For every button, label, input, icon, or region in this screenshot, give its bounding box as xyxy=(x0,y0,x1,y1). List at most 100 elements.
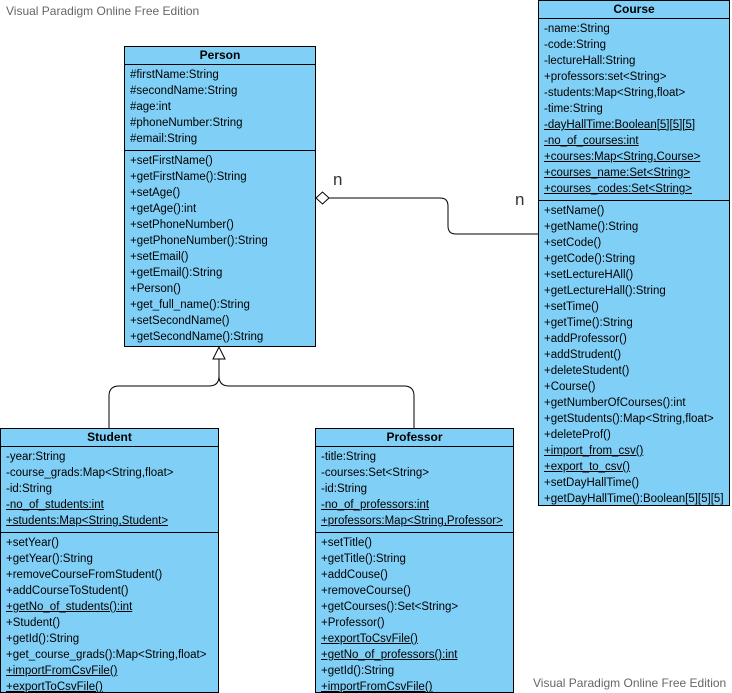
operation-row: +deleteStudent() xyxy=(544,365,630,377)
operation-row: +getNo_of_students():int xyxy=(6,601,133,613)
operation-row: +removeCourseFromStudent() xyxy=(6,569,163,581)
operation-row: +getName():String xyxy=(544,221,639,233)
student-operations-section: +setYear() +getYear():String +removeCourse… xyxy=(1,533,218,693)
operation-row: +getId():String xyxy=(6,633,80,645)
operation-row: +addStrudent() xyxy=(544,349,622,361)
attribute-row: -courses:Set<String> xyxy=(321,467,430,479)
generalization-line-professor[interactable] xyxy=(218,375,415,428)
attribute-row: -no_of_professors:int xyxy=(321,499,430,511)
course-operations-section: +setName() +getName():String +setCode() +ge… xyxy=(539,201,729,505)
operation-row: +Professor() xyxy=(321,617,385,629)
class-person[interactable]: Person #firstName:String #secondName:Strin… xyxy=(124,46,316,347)
operation-row: +getDayHallTime():Boolean[5][5][5] xyxy=(544,493,724,505)
operation-row: +addProfessor() xyxy=(544,333,627,345)
operation-row: +getId():String xyxy=(321,665,395,677)
attribute-row: +courses_codes:Set<String> xyxy=(544,183,692,195)
person-attributes-section: #firstName:String #secondName:String #age:… xyxy=(125,65,315,151)
operation-row: +setAge() xyxy=(130,187,181,199)
operation-row: +deleteProf() xyxy=(544,429,611,441)
professor-attributes-section: -title:String -courses:Set<String> -id:Str… xyxy=(316,447,513,533)
operation-row: +getAge():int xyxy=(130,203,197,215)
attribute-row: -id:String xyxy=(6,483,53,495)
class-course[interactable]: Course-name:String-code:String-lectureHa… xyxy=(538,0,730,506)
operation-row: +Student() xyxy=(6,617,61,629)
attribute-row: +students:Map<String,Student> xyxy=(6,515,169,527)
operation-row: +setEmail() xyxy=(130,251,189,263)
operation-row: +setPhoneNumber() xyxy=(130,219,234,231)
operation-row: +getNumberOfCourses():int xyxy=(544,397,686,409)
attribute-row: #age:int xyxy=(130,101,171,113)
association-line[interactable] xyxy=(329,197,538,235)
generalization-line-student[interactable] xyxy=(108,359,220,428)
class-professor[interactable]: Professor -title:String -courses:Set<Strin… xyxy=(315,428,514,693)
operation-row: +setName() xyxy=(544,205,605,217)
watermark-bottom: Visual Paradigm Online Free Edition xyxy=(533,676,727,690)
operation-row: +exportToCsvFile() xyxy=(321,633,418,645)
class-name-professor: Professor xyxy=(316,429,513,447)
operation-row: +importFromCsvFile() xyxy=(6,665,118,677)
attribute-row: -time:String xyxy=(544,103,603,115)
course-attributes-section: -name:String-code:String-lectureHall:Str… xyxy=(539,19,729,201)
operation-row: +get_course_grads():Map<String,float> xyxy=(6,649,207,661)
attribute-row: #phoneNumber:String xyxy=(130,117,243,129)
operation-row: +addCouse() xyxy=(321,569,388,581)
operation-row: +setDayHallTime() xyxy=(544,477,640,489)
operation-row: +getStudents():Map<String,float> xyxy=(544,413,714,425)
aggregation-diamond xyxy=(315,191,330,205)
operation-row: +getLectureHall():String xyxy=(544,285,666,297)
multiplicity-course-end: n xyxy=(515,190,525,209)
class-name-person: Person xyxy=(125,47,315,65)
operation-row: +setSecondName() xyxy=(130,315,230,327)
operation-row: +getTitle():String xyxy=(321,553,406,565)
operation-row: +removeCourse() xyxy=(321,585,411,597)
professor-operations-section: +setTitle() +getTitle():String +addCouse()… xyxy=(316,533,513,693)
operation-row: +getPhoneNumber():String xyxy=(130,235,268,247)
operation-row: +addCourseToStudent() xyxy=(6,585,129,597)
operation-row: +export_to_csv() xyxy=(544,461,630,473)
operation-row: +getYear():String xyxy=(6,553,93,565)
operation-row: +import_from_csv() xyxy=(544,445,644,457)
student-attributes-section: -year:String -course_grads:Map<String,flo… xyxy=(1,447,218,533)
attribute-row: -course_grads:Map<String,float> xyxy=(6,467,174,479)
attribute-row: +courses:Map<String,Course> xyxy=(544,151,701,163)
operation-row: +getNo_of_professors():int xyxy=(321,649,458,661)
multiplicity-person-end: n xyxy=(333,170,343,189)
class-name-course: Course xyxy=(539,1,729,19)
class-name-student: Student xyxy=(1,429,218,447)
operation-row: +getCode():String xyxy=(544,253,636,265)
attribute-row: -year:String xyxy=(6,451,66,463)
operation-row: +setYear() xyxy=(6,537,59,549)
attribute-row: -id:String xyxy=(321,483,368,495)
operation-row: +exportToCsvFile() xyxy=(6,681,103,693)
attribute-row: +courses_name:Set<String> xyxy=(544,167,691,179)
operation-row: +getCourses():Set<String> xyxy=(321,601,459,613)
operation-row: +setCode() xyxy=(544,237,602,249)
operation-row: +setTime() xyxy=(544,301,599,313)
attribute-row: #secondName:String xyxy=(130,85,238,97)
attribute-row: -lectureHall:String xyxy=(544,55,636,67)
operation-row: +getSecondName():String xyxy=(130,331,264,343)
attribute-row: -no_of_students:int xyxy=(6,499,104,511)
operation-row: +setFirstName() xyxy=(130,155,213,167)
operation-row: +setLectureHAll() xyxy=(544,269,634,281)
attribute-row: -students:Map<String,float> xyxy=(544,87,686,99)
operation-row: +get_full_name():String xyxy=(130,299,250,311)
person-operations-section: +setFirstName() +getFirstName():String +se… xyxy=(125,151,315,346)
watermark-top: Visual Paradigm Online Free Edition xyxy=(6,4,200,18)
generalization-arrowhead xyxy=(212,345,226,360)
attribute-row: #email:String xyxy=(130,133,198,145)
attribute-row: -title:String xyxy=(321,451,376,463)
operation-row: +getTime():String xyxy=(544,317,633,329)
attribute-row: -name:String xyxy=(544,23,610,35)
operation-row: +Person() xyxy=(130,283,181,295)
attribute-row: -dayHallTime:Boolean[5][5][5] xyxy=(544,119,696,131)
attribute-row: #firstName:String xyxy=(130,69,219,81)
operation-row: +setTitle() xyxy=(321,537,373,549)
attribute-row: -no_of_courses:int xyxy=(544,135,639,147)
operation-row: +importFromCsvFile() xyxy=(321,681,433,693)
operation-row: +getFirstName():String xyxy=(130,171,247,183)
class-student[interactable]: Student -year:String -course_grads:Map<Str… xyxy=(0,428,219,693)
operation-row: +Course() xyxy=(544,381,596,393)
attribute-row: +professors:set<String> xyxy=(544,71,667,83)
